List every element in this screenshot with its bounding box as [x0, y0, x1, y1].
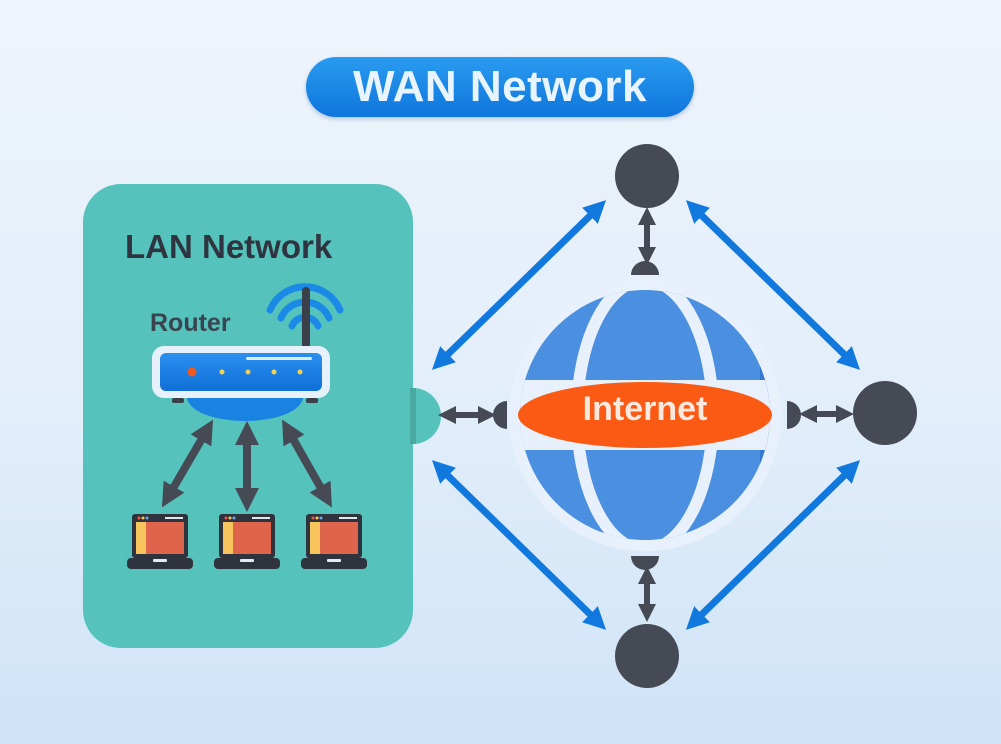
globe-icon	[509, 279, 781, 551]
wan-arrow-bottom-left	[431, 460, 607, 630]
laptop-icon	[127, 514, 193, 569]
internet-label: Internet	[582, 390, 708, 428]
lan-arrow-right	[282, 419, 332, 508]
wan-title-pill: WAN Network	[306, 57, 694, 117]
wan-node-bottom	[615, 624, 679, 688]
laptop-icon	[214, 514, 280, 569]
wan-arrow-top-left	[431, 200, 607, 370]
globe-port-bottom	[631, 556, 659, 570]
wan-arrow-top-right	[685, 200, 861, 370]
wan-arrow-bottom-right	[685, 460, 861, 630]
lan-arrow-left	[161, 419, 214, 508]
router-icon	[152, 283, 344, 421]
globe-port-right	[787, 401, 801, 429]
internet-ellipse	[518, 382, 772, 448]
wan-links	[431, 200, 861, 630]
wan-node-top	[615, 144, 679, 208]
router-label: Router	[150, 309, 231, 337]
globe-port-left	[493, 401, 507, 429]
wan-title: WAN Network	[353, 62, 647, 111]
wan-node-right	[853, 381, 917, 445]
lan-connector	[410, 388, 441, 444]
globe-port-top	[631, 261, 659, 275]
lan-title: LAN Network	[125, 228, 333, 265]
laptop-icon	[301, 514, 367, 569]
